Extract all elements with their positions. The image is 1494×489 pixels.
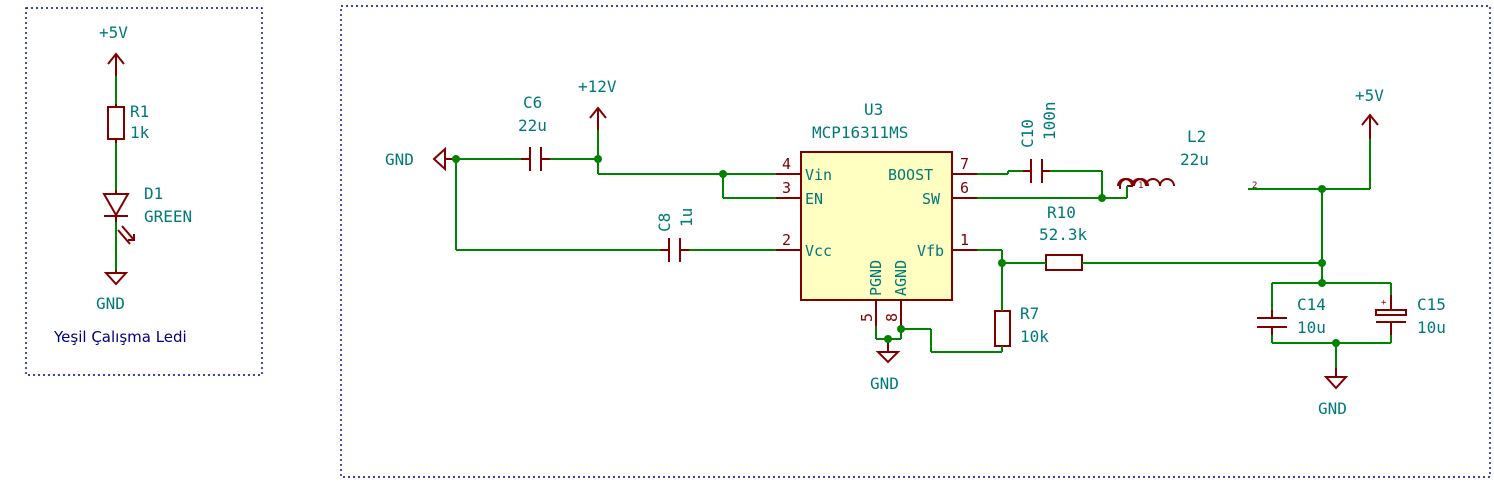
svg-text:+12V: +12V <box>578 77 617 96</box>
svg-text:SW: SW <box>922 190 941 208</box>
svg-text:1: 1 <box>1138 181 1143 191</box>
c8-ref: C8 <box>655 213 674 232</box>
c15-value: 10u <box>1417 318 1446 337</box>
gnd-left-symbol: GND <box>385 146 456 172</box>
svg-text:BOOST: BOOST <box>888 166 933 184</box>
plus5v-symbol: +5V <box>1355 86 1384 139</box>
c15-ref: C15 <box>1417 295 1446 314</box>
c8-value: 1u <box>677 208 696 227</box>
l2-value: 22u <box>1180 150 1209 169</box>
r10-ref: R10 <box>1047 203 1076 222</box>
c10-ref: C10 <box>1018 119 1037 148</box>
r1-ref: R1 <box>130 102 149 121</box>
u3-value: MCP16311MS <box>812 123 908 142</box>
capacitor-c10: C10 100n <box>1018 101 1059 183</box>
svg-text:5: 5 <box>858 313 876 322</box>
svg-text:EN: EN <box>805 190 823 208</box>
ic-u3: U3 MCP16311MS 4 Vin 3 EN 2 Vcc 7 BOOST 6… <box>776 100 977 326</box>
svg-text:3: 3 <box>782 179 791 197</box>
resistor-r10: R10 52.3k <box>1039 203 1088 271</box>
svg-text:8: 8 <box>883 313 901 322</box>
resistor-r1: R1 1k <box>107 102 150 143</box>
svg-text:GND: GND <box>1318 399 1347 418</box>
r1-value: 1k <box>130 123 150 142</box>
led-d1: D1 GREEN <box>102 184 192 245</box>
svg-text:7: 7 <box>960 155 969 173</box>
svg-text:6: 6 <box>960 179 969 197</box>
svg-text:PGND: PGND <box>867 260 885 296</box>
resistor-r7: R7 10k <box>994 304 1049 347</box>
svg-text:+5V: +5V <box>1355 86 1384 105</box>
gnd-u3-symbol: GND <box>870 339 901 393</box>
u3-ref: U3 <box>864 100 883 119</box>
svg-text:2: 2 <box>1252 181 1257 191</box>
junctions <box>452 155 1340 347</box>
svg-text:2: 2 <box>782 231 791 249</box>
led-block-frame <box>25 7 263 376</box>
c14-ref: C14 <box>1297 295 1326 314</box>
c10-value: 100n <box>1040 101 1059 140</box>
d1-value: GREEN <box>144 207 192 226</box>
c6-ref: C6 <box>523 93 542 112</box>
svg-text:GND: GND <box>385 150 414 169</box>
svg-text:1: 1 <box>960 231 969 249</box>
svg-text:+5V: +5V <box>99 23 128 42</box>
led-power-symbol: +5V <box>99 23 128 76</box>
d1-ref: D1 <box>144 184 163 203</box>
r7-value: 10k <box>1020 327 1049 346</box>
r7-ref: R7 <box>1020 304 1039 323</box>
capacitor-c14: C14 10u <box>1257 295 1326 337</box>
inductor-l2: 1 2 L2 22u <box>1117 127 1257 191</box>
svg-text:Vin: Vin <box>805 166 832 184</box>
led-gnd-symbol: GND <box>96 270 129 313</box>
svg-text:GND: GND <box>870 374 899 393</box>
c14-value: 10u <box>1297 318 1326 337</box>
l2-ref: L2 <box>1187 127 1206 146</box>
svg-text:Vcc: Vcc <box>805 242 832 260</box>
svg-text:4: 4 <box>782 155 791 173</box>
plus12v-symbol: +12V <box>578 77 617 130</box>
svg-text:+: + <box>1381 298 1387 308</box>
svg-text:GND: GND <box>96 294 125 313</box>
svg-text:Vfb: Vfb <box>917 242 944 260</box>
capacitor-c8: C8 1u <box>655 208 696 262</box>
r10-value: 52.3k <box>1039 225 1088 244</box>
svg-text:AGND: AGND <box>892 260 910 296</box>
c6-value: 22u <box>518 116 547 135</box>
capacitor-c15: + C15 10u <box>1375 295 1446 337</box>
led-block-note: Yeşil Çalışma Ledi <box>53 328 187 346</box>
capacitor-c6: C6 22u <box>518 93 550 171</box>
gnd-out-symbol: GND <box>1318 368 1349 418</box>
